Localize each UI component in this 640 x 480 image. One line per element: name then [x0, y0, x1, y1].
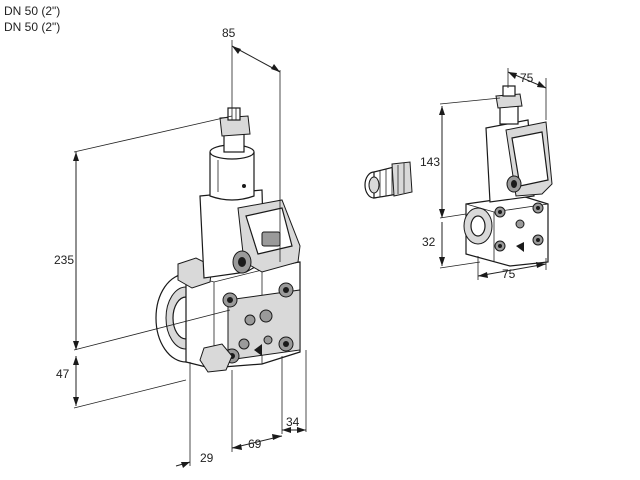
dim-label-29: 29: [200, 451, 214, 465]
small-valve-drawing: [463, 85, 553, 267]
main-valve-drawing: [155, 107, 301, 373]
dim-label-235: 235: [54, 253, 74, 267]
dim-label-32: 32: [422, 235, 436, 249]
small-dimension-lines: [439, 68, 547, 280]
dim-label-small-top-75: 75: [520, 71, 534, 85]
dim-label-143: 143: [420, 155, 440, 169]
dim-label-34: 34: [286, 415, 300, 429]
header-line-1: DN 50 (2"): [4, 4, 61, 18]
cable-gland-drawing: [364, 161, 413, 199]
dim-label-69: 69: [248, 437, 262, 451]
header-line-2: DN 50 (2"): [4, 20, 61, 34]
dim-label-47: 47: [56, 367, 70, 381]
dim-label-85: 85: [222, 26, 236, 40]
main-dimension-lines: [73, 40, 307, 468]
dim-label-small-bottom-75: 75: [502, 267, 516, 281]
